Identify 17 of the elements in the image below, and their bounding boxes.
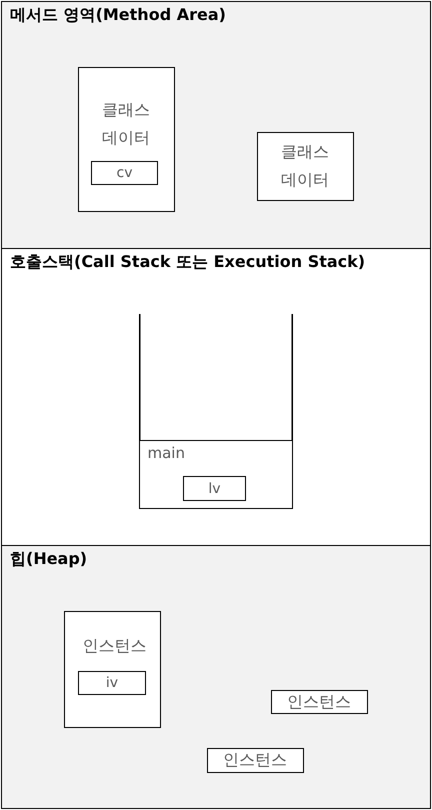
stack-frame <box>138 440 292 508</box>
class-data-box <box>78 66 174 212</box>
panel-heading: 메서드 영역(Method Area) <box>10 5 226 25</box>
instance-box <box>64 610 160 728</box>
memory-area-panel <box>1 1 431 249</box>
memory-area-panel <box>1 545 431 809</box>
instance-box: 인스턴스 <box>270 690 368 714</box>
panel-heading: 호출스택(Call Stack 또는 Execution Stack) <box>10 252 366 272</box>
memory-area-panel <box>1 248 431 546</box>
variable-box: lv <box>183 476 246 501</box>
panel-heading: 힙(Heap) <box>10 549 88 569</box>
frame-label: main <box>148 442 185 462</box>
class-data-box: 클래스 데이터 <box>256 132 354 200</box>
variable-box: iv <box>78 671 146 695</box>
box-title: 클래스 데이터 <box>101 98 151 148</box>
variable-box: cv <box>91 161 158 185</box>
instance-box: 인스턴스 <box>206 748 304 772</box>
